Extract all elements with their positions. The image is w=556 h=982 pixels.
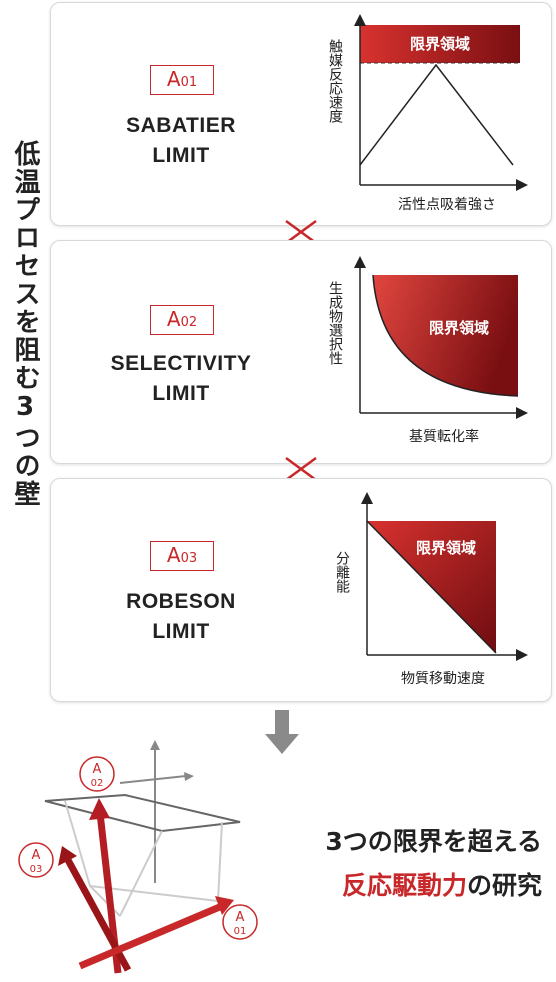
three-limits-diagram: A 02 A 03 A 01 [18, 740, 258, 974]
horizontal-axis [119, 775, 187, 784]
badge-sub: 03 [180, 551, 198, 566]
svg-text:A: A [32, 848, 41, 863]
robeson-limit-card: A03 ROBESON LIMIT 限界領域 分離能 物質移動速度 [50, 478, 552, 702]
selectivity-chart: 限界領域 生成物選択性 基質転化率 [327, 256, 528, 445]
y-axis-label: 分離能 [334, 551, 350, 594]
arrowhead-a02 [89, 798, 110, 820]
badge-sub: 02 [180, 315, 198, 330]
badge-main: A [166, 307, 181, 331]
limit-name-line2: LIMIT [152, 620, 210, 643]
svg-text:01: 01 [234, 926, 247, 937]
limit-name-line1: SABATIER [126, 114, 236, 137]
region-label: 限界領域 [429, 319, 489, 337]
limit-name-line1: SELECTIVITY [110, 352, 252, 375]
badge-a03: A03 [150, 541, 214, 571]
label-a01: A 01 [222, 904, 258, 940]
y-axis-label: 触媒反応速度 [327, 39, 343, 123]
axis-arrowhead-up [150, 740, 160, 750]
badge-main: A [166, 543, 181, 567]
badge-sub: 01 [180, 75, 198, 90]
arrowhead-a03 [58, 846, 77, 866]
badge-main: A [166, 67, 181, 91]
badge-a02: A02 [150, 305, 214, 335]
summary-highlight: 反応駆動力 [341, 871, 467, 900]
axis-arrowhead-right [184, 772, 194, 781]
cube-edge [119, 830, 163, 917]
sabatier-chart: 限界領域 触媒反応速度 活性点吸着強さ [327, 14, 528, 213]
label-a02: A 02 [79, 756, 115, 792]
arrow-a01 [78, 902, 224, 970]
robeson-chart: 限界領域 分離能 物質移動速度 [334, 492, 528, 687]
svg-text:03: 03 [30, 864, 43, 875]
limit-name-line2: LIMIT [152, 382, 210, 405]
cube-edges [64, 800, 223, 903]
upper-bound-line [366, 520, 497, 654]
tradeoff-curve [372, 274, 519, 397]
volcano-curve [359, 63, 514, 166]
limit-name-line1: ROBESON [126, 590, 236, 613]
down-arrow-icon [265, 710, 299, 754]
cube-top-face [44, 793, 241, 833]
svg-text:A: A [93, 762, 102, 777]
x-mark-icon [285, 456, 317, 482]
sabatier-limit-card: A01 SABATIER LIMIT 限界領域 触媒反応速度 活性点吸着強さ [50, 2, 552, 226]
arrowhead-a01 [215, 896, 234, 915]
limit-name-line2: LIMIT [152, 144, 210, 167]
limit-region-curve-area [373, 275, 518, 396]
summary-rest: の研究 [466, 871, 542, 900]
svg-text:02: 02 [91, 778, 104, 789]
x-axis-label: 活性点吸着強さ [398, 197, 496, 213]
summary-line2: 反応駆動力の研究 [252, 866, 542, 902]
badge-a01: A01 [150, 65, 214, 95]
x-axis-label: 物質移動速度 [401, 671, 485, 687]
label-a03: A 03 [18, 842, 54, 878]
x-mark-icon [285, 219, 317, 245]
limit-region-band [360, 25, 520, 63]
y-axis-label: 生成物選択性 [327, 281, 343, 365]
region-label: 限界領域 [410, 35, 470, 53]
selectivity-limit-card: A02 SELECTIVITY LIMIT 限界領域 生成物選択性 基質転化率 [50, 240, 552, 464]
x-axis-label: 基質転化率 [409, 428, 479, 445]
region-label: 限界領域 [416, 539, 476, 557]
cube-edge [89, 885, 121, 917]
svg-text:A: A [236, 910, 245, 925]
summary-line1: 3つの限界を超える [325, 827, 542, 856]
side-title: 低温プロセスを阻む3つの壁 [10, 140, 40, 508]
